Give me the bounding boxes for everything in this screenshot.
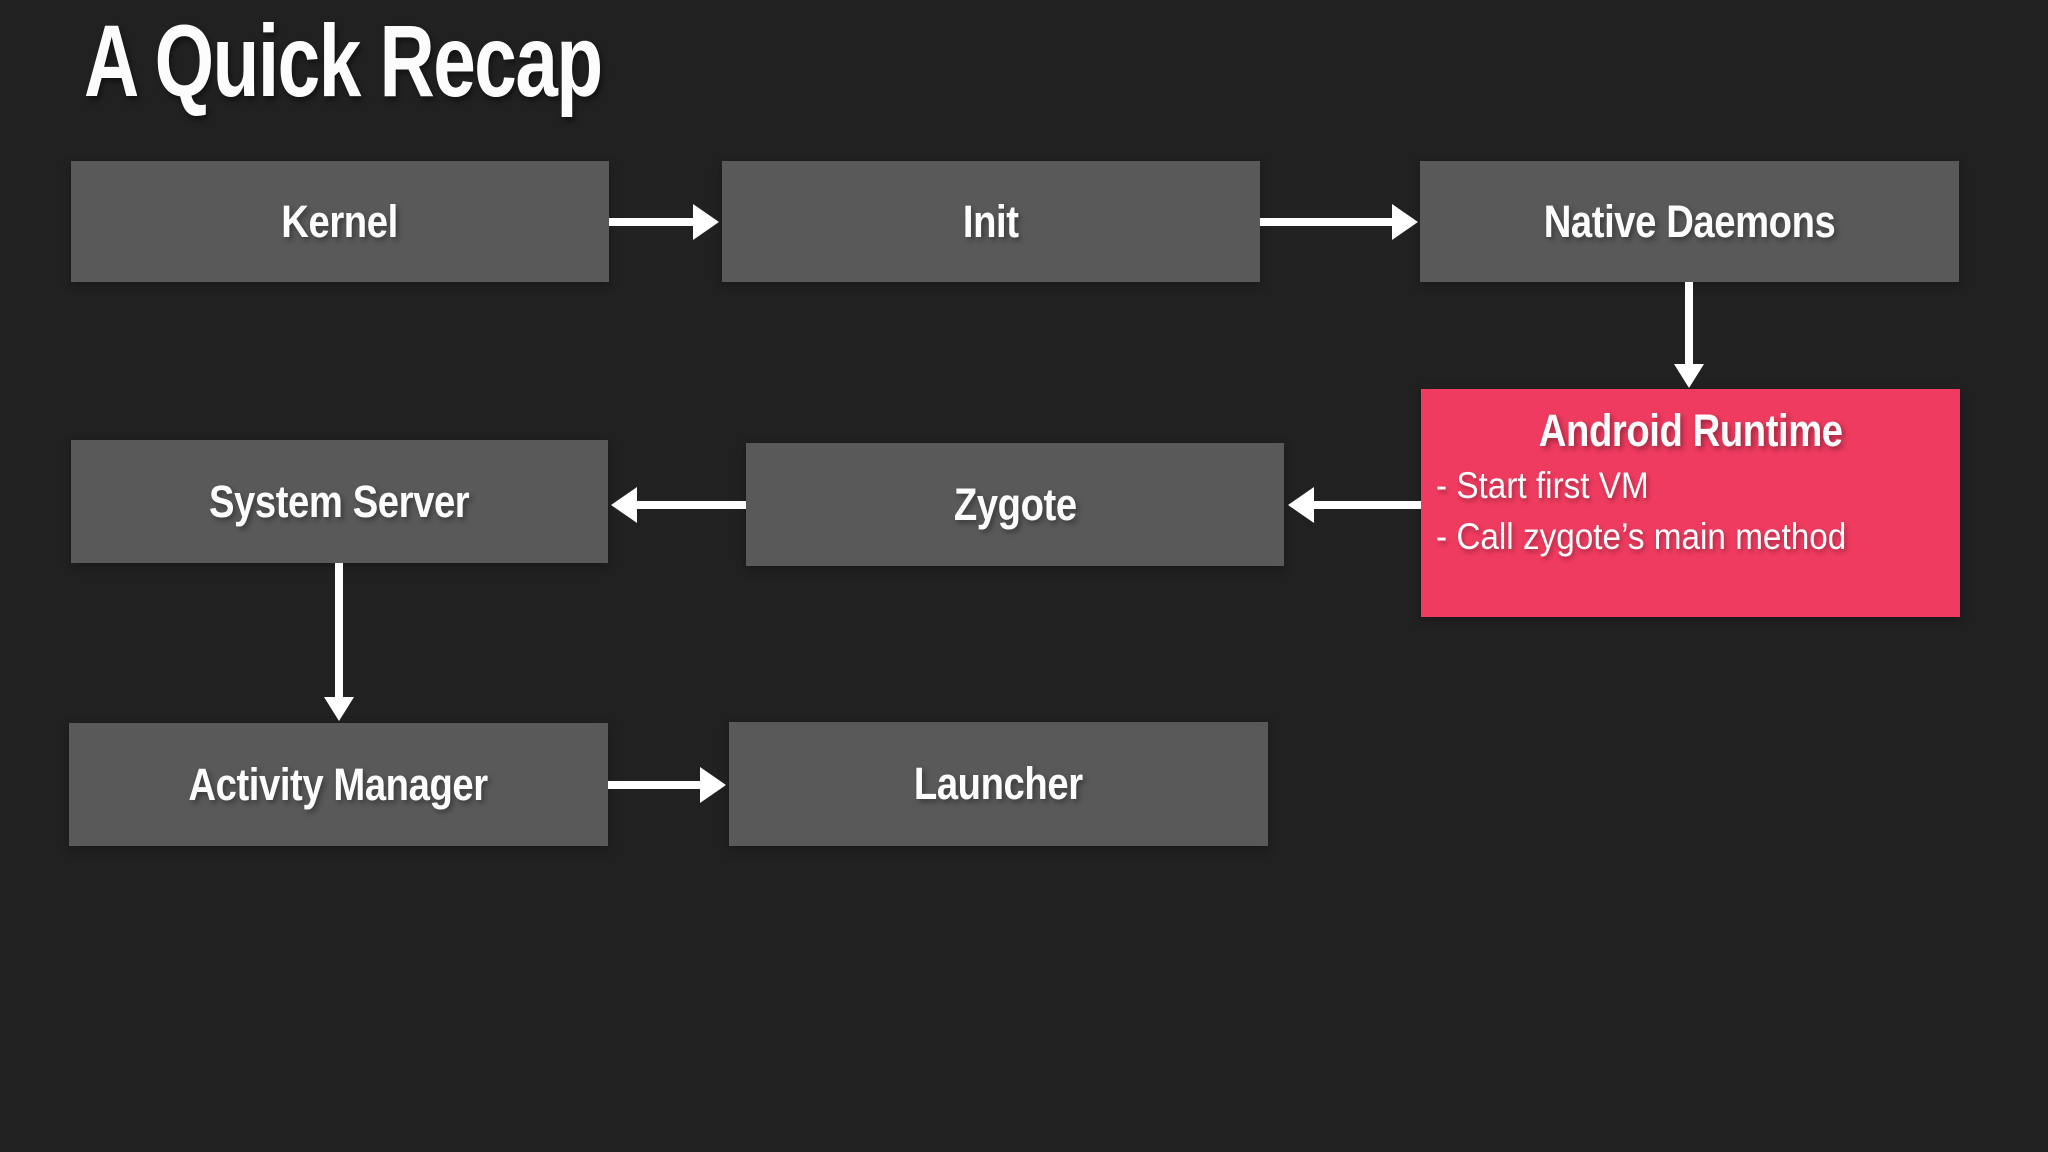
node-system-server: System Server (71, 440, 608, 563)
arrow-head-icon (1392, 204, 1418, 240)
node-kernel: Kernel (71, 161, 609, 282)
arrow-head-icon (324, 697, 354, 721)
arrow-stem (1260, 218, 1396, 226)
node-zygote: Zygote (746, 443, 1284, 566)
arrow-native-daemons-to-android-runtime (1671, 282, 1707, 388)
arrow-activity-manager-to-launcher (608, 767, 726, 803)
arrow-zygote-to-system-server (611, 487, 746, 523)
arrow-stem (609, 218, 697, 226)
arrow-stem (1310, 501, 1421, 509)
bullet-text: - Call zygote’s main method (1436, 516, 1847, 557)
bullet-item: - Start first VM (1436, 460, 1960, 511)
node-system-server-label: System Server (209, 475, 470, 527)
node-zygote-label: Zygote (953, 478, 1077, 530)
node-android-runtime-label: Android Runtime (1538, 405, 1843, 456)
node-activity-manager-label: Activity Manager (188, 758, 489, 810)
arrow-stem (335, 563, 343, 701)
node-init-label: Init (963, 195, 1019, 247)
arrow-system-server-to-activity-manager (321, 563, 357, 721)
node-init: Init (722, 161, 1260, 282)
node-native-daemons-label: Native Daemons (1543, 195, 1836, 247)
arrow-init-to-native-daemons (1260, 204, 1418, 240)
arrow-head-icon (1288, 487, 1314, 523)
arrow-head-icon (1674, 364, 1704, 388)
arrow-stem (633, 501, 746, 509)
node-launcher-label: Launcher (914, 758, 1083, 809)
bullet-text: - Start first VM (1436, 465, 1649, 506)
node-android-runtime-heading: Android Runtime (1421, 402, 1960, 460)
arrow-head-icon (611, 487, 637, 523)
bullet-item: - Call zygote’s main method (1436, 511, 1960, 562)
node-activity-manager: Activity Manager (69, 723, 608, 846)
arrow-head-icon (700, 767, 726, 803)
arrow-stem (1685, 282, 1693, 368)
arrow-head-icon (693, 204, 719, 240)
page-title: A Quick Recap (84, 4, 774, 118)
node-kernel-label: Kernel (281, 195, 399, 247)
node-android-runtime-bullets: - Start first VM - Call zygote’s main me… (1421, 460, 1960, 562)
arrow-stem (608, 781, 704, 789)
node-native-daemons: Native Daemons (1420, 161, 1959, 282)
node-android-runtime: Android Runtime - Start first VM - Call … (1421, 389, 1960, 617)
arrow-kernel-to-init (609, 204, 719, 240)
page-title-text: A Quick Recap (84, 4, 603, 118)
node-launcher: Launcher (729, 722, 1268, 846)
arrow-android-runtime-to-zygote (1288, 487, 1421, 523)
